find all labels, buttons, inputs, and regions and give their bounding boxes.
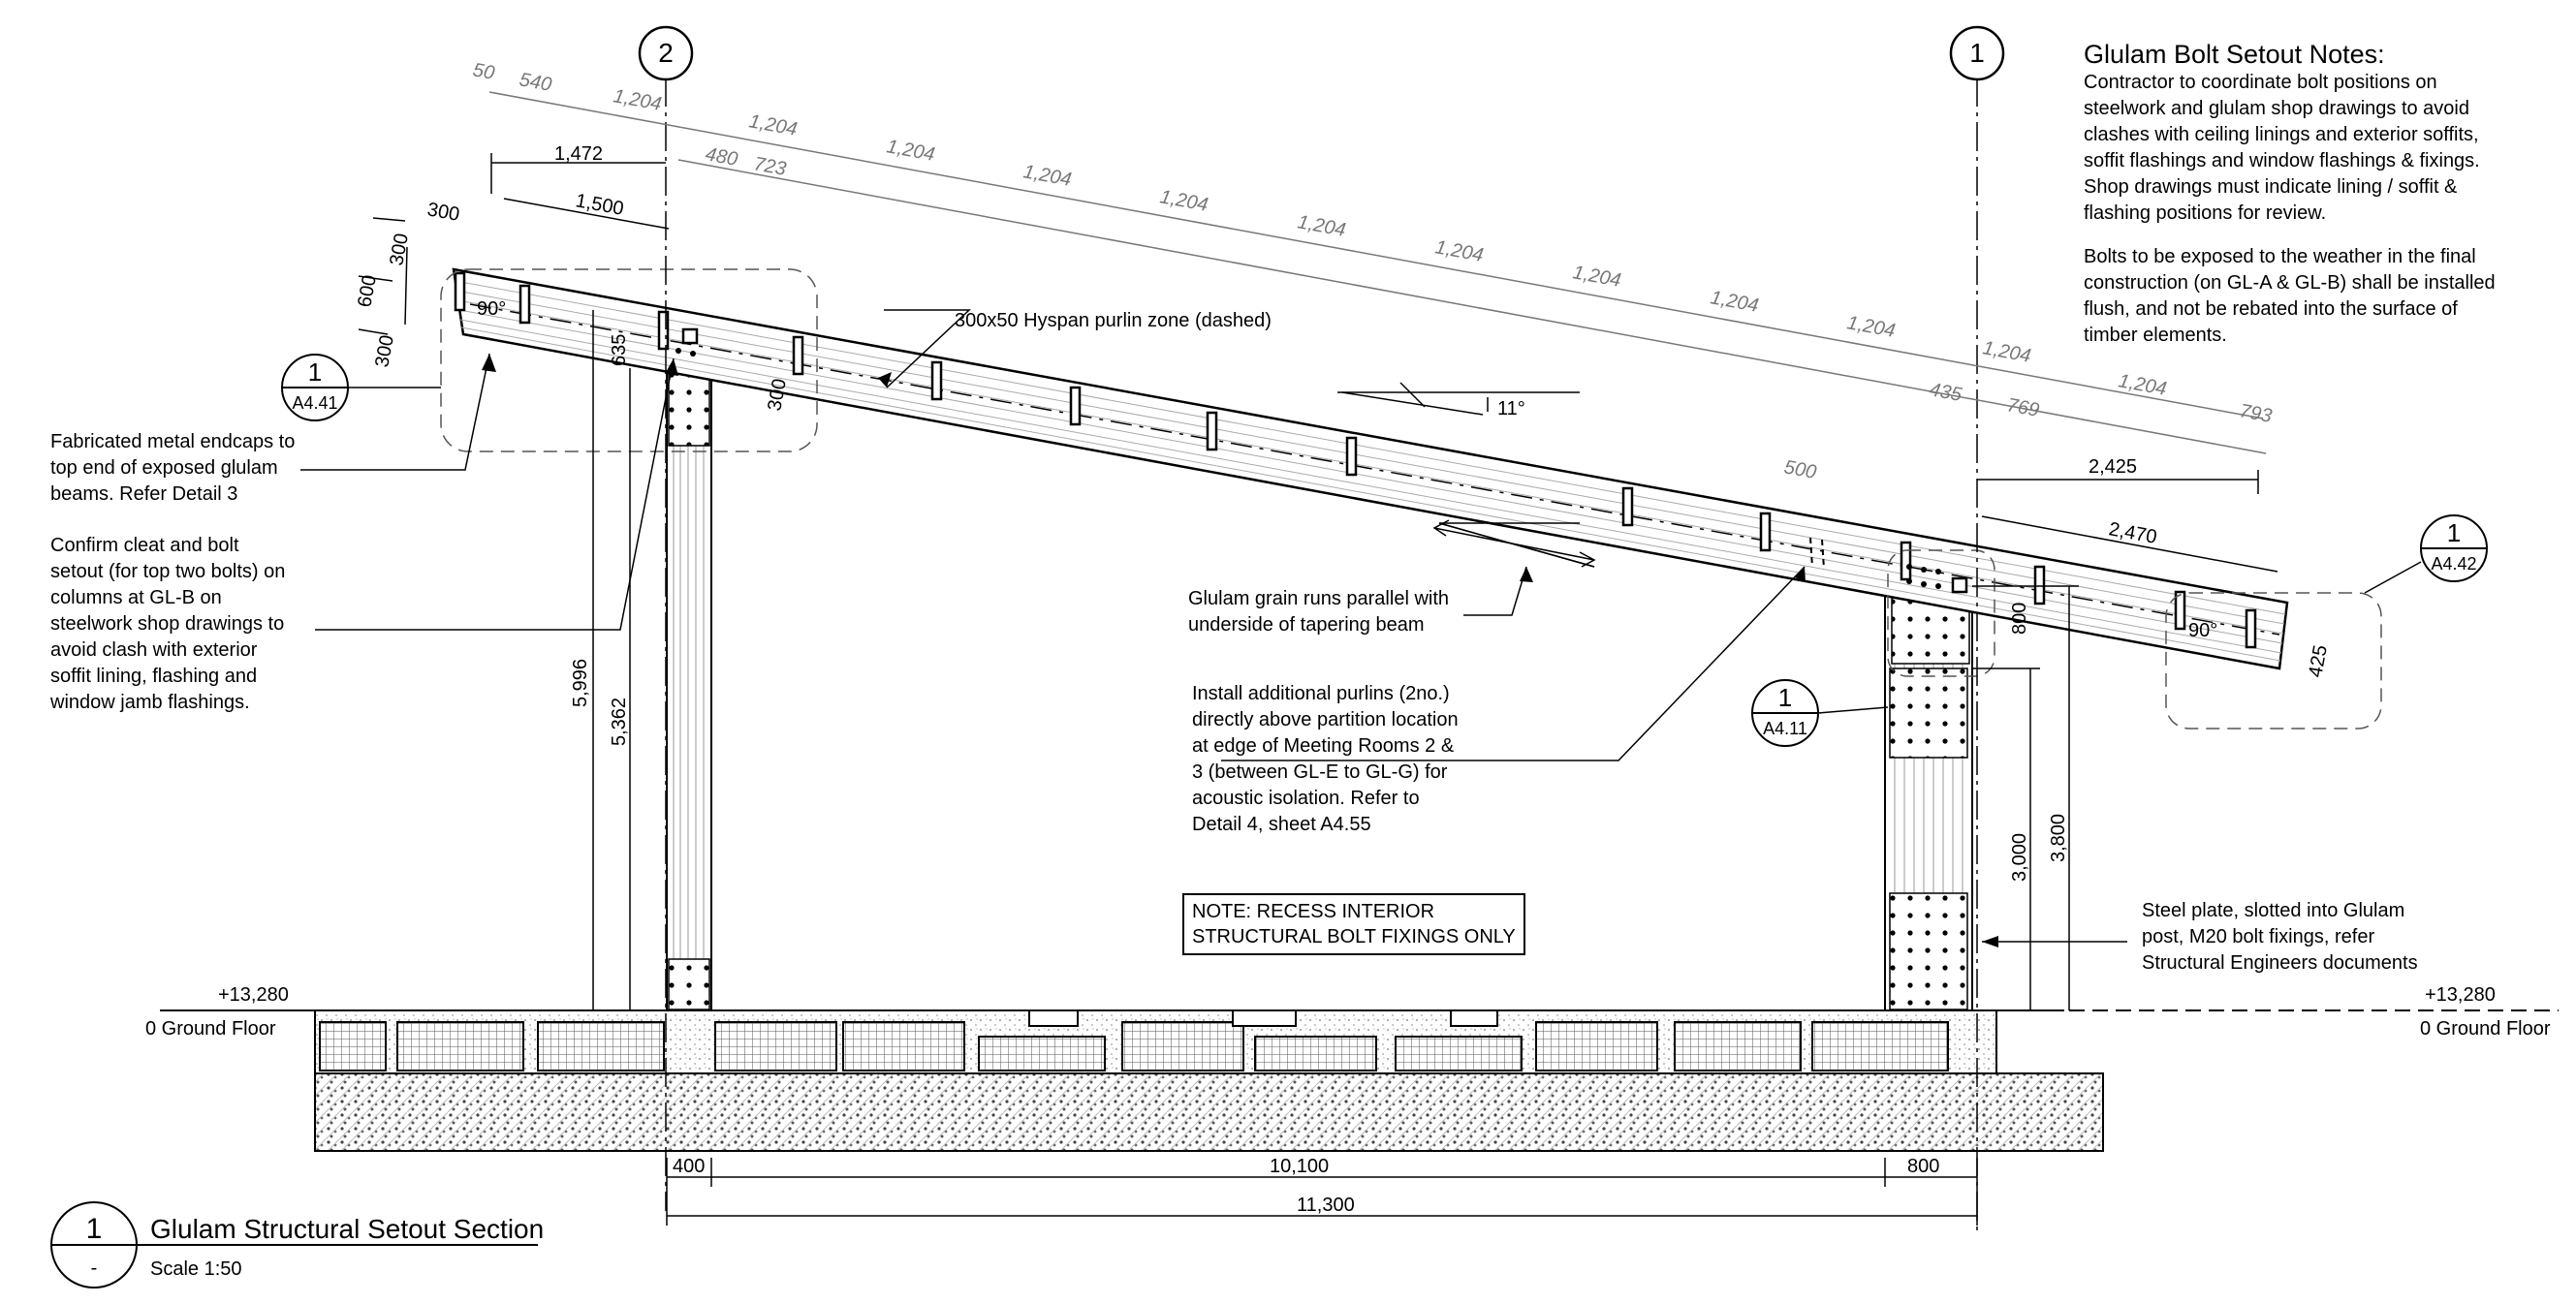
dim-425: 425	[2305, 643, 2332, 679]
setout-dimension-lines	[358, 153, 2278, 1226]
dim-1204-d: 1,204	[1021, 161, 1073, 191]
drawing-scale: Scale 1:50	[150, 1258, 242, 1280]
note-endcaps: Fabricated metal endcaps to top end of e…	[50, 431, 296, 505]
level-right-name: 0 Ground Floor	[2420, 1018, 2551, 1040]
setout-notes-para2: Bolts to be exposed to the weather in th…	[2084, 246, 2496, 346]
title-sub: -	[91, 1257, 98, 1279]
gridline-1-label: 1	[1969, 38, 1985, 68]
dim-1204-a: 1,204	[612, 85, 663, 115]
ref-a441-sheet: A4.41	[292, 393, 337, 413]
left-end-angle: 90°	[477, 298, 506, 320]
dim-1204-h: 1,204	[1571, 262, 1622, 292]
note-cleat-bolt-setout: Confirm cleat and bolt setout (for top t…	[50, 535, 286, 713]
dim-600: 600	[354, 273, 381, 309]
dim-2425: 2,425	[2089, 456, 2137, 478]
level-left-rl: +13,280	[218, 984, 289, 1006]
dim-10100: 10,100	[1270, 1156, 1329, 1177]
ref-a411-sheet: A4.11	[1763, 719, 1807, 738]
grain-direction-arrow	[1432, 519, 1596, 568]
glulam-columns	[666, 343, 1973, 1011]
ref-a411-num: 1	[1778, 683, 1792, 712]
dim-1204-c: 1,204	[885, 136, 936, 166]
leader-lines	[300, 309, 2127, 943]
note-recess-bolts-box: NOTE: RECESS INTERIOR STRUCTURAL BOLT FI…	[1182, 893, 1525, 955]
dim-2470: 2,470	[2107, 518, 2158, 548]
slope-angle: 11°	[1497, 398, 1525, 419]
dim-1204-l: 1,204	[2117, 370, 2168, 400]
level-right-rl: +13,280	[2425, 984, 2496, 1006]
dim-635: 635	[609, 334, 630, 366]
drawing-title: Glulam Structural Setout Section	[150, 1214, 544, 1244]
level-left-name: 0 Ground Floor	[145, 1018, 276, 1040]
detail-reference-bubbles: 1 A4.41 1 A4.11 1 A4.42	[281, 354, 2488, 747]
dim-800: 800	[1907, 1156, 1939, 1177]
dim-1204-i: 1,204	[1709, 287, 1760, 317]
tapered-glulam-beam	[452, 267, 2289, 670]
ref-a442-num: 1	[2447, 518, 2461, 547]
setout-notes-heading: Glulam Bolt Setout Notes:	[2084, 40, 2385, 69]
dim-400: 400	[673, 1156, 705, 1177]
dim-5362: 5,362	[609, 698, 630, 746]
title-number: 1	[86, 1213, 103, 1245]
dim-3000: 3,000	[2009, 833, 2030, 882]
ref-a441-num: 1	[308, 357, 322, 387]
dim-11300: 11,300	[1297, 1195, 1355, 1216]
dim-723: 723	[752, 153, 788, 180]
dim-1204-b: 1,204	[747, 110, 799, 140]
dim-769: 769	[2005, 394, 2041, 421]
dim-1204-j: 1,204	[1845, 312, 1897, 342]
dim-793: 793	[2238, 400, 2274, 427]
drawing-title-block: 1 - Glulam Structural Setout Section Sca…	[50, 1201, 544, 1288]
dim-1204-k: 1,204	[1981, 337, 2032, 367]
dim-50: 50	[471, 59, 496, 84]
dim-300-beam: 300	[764, 377, 791, 413]
note-additional-purlins: Install additional purlins (2no.) direct…	[1192, 683, 1459, 835]
note-purlin-zone: 300x50 Hyspan purlin zone (dashed)	[955, 310, 1272, 331]
dim-5996: 5,996	[570, 659, 591, 707]
gridline-2-label: 2	[658, 38, 674, 68]
dim-480: 480	[704, 143, 739, 171]
dim-300-top: 300	[425, 199, 461, 226]
dim-500: 500	[1782, 456, 1818, 483]
dim-1472: 1,472	[554, 143, 603, 165]
dim-1500: 1,500	[574, 190, 625, 220]
dim-300-low: 300	[371, 333, 398, 369]
setout-notes-para1: Contractor to coordinate bolt positions …	[2084, 72, 2480, 224]
note-grain-direction: Glulam grain runs parallel with undersid…	[1188, 588, 1450, 636]
gridlines: 2 1	[638, 25, 2005, 1230]
note-steel-plate: Steel plate, slotted into Glulam post, M…	[2142, 900, 2418, 974]
dim-3800: 3,800	[2048, 814, 2069, 862]
foundation	[160, 1009, 2559, 1152]
dim-540: 540	[518, 69, 553, 96]
ref-a442-sheet: A4.42	[2431, 554, 2476, 574]
dim-1204-f: 1,204	[1296, 211, 1347, 241]
purlin-spacing-dimensions: 50 540 1,204 1,204 1,204 1,204 1,204 1,2…	[471, 59, 2274, 483]
dim-435: 435	[1928, 379, 1964, 406]
dim-1204-g: 1,204	[1433, 236, 1485, 266]
right-end-angle: 90°	[2188, 620, 2217, 641]
dim-300-side: 300	[386, 232, 413, 267]
dim-800-beam: 800	[2009, 603, 2030, 635]
detail-boundaries	[440, 268, 2382, 730]
dim-1204-e: 1,204	[1158, 186, 1209, 216]
